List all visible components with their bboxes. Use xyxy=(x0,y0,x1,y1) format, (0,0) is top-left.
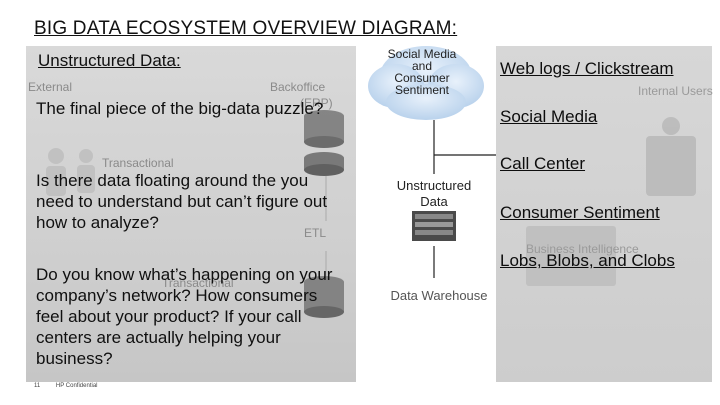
social-media-cloud-icon xyxy=(368,46,484,120)
cloud-label: Social Media and Consumer Sentiment xyxy=(387,47,457,97)
connector-lines xyxy=(433,120,496,278)
unstructured-data-heading: Unstructured Data: xyxy=(38,51,181,70)
middle-panel: Social Media and Consumer Sentiment Unst… xyxy=(356,46,496,382)
left-panel-illustration xyxy=(46,110,344,318)
page-title: BIG DATA ECOSYSTEM OVERVIEW DIAGRAM: xyxy=(34,18,458,39)
item-call-center: Call Center xyxy=(500,154,586,173)
business-intelligence-illustration xyxy=(526,226,616,286)
left-panel: Unstructured Data: External Backoffice (… xyxy=(26,46,356,382)
unstructured-data-label: Unstructured Data xyxy=(396,178,472,209)
ghost-label-erp: (ERP) xyxy=(300,96,333,110)
middle-illustration xyxy=(368,46,496,278)
data-warehouse-label: Data Warehouse xyxy=(390,288,488,303)
item-social-media: Social Media xyxy=(500,107,598,126)
backoffice-database-icon xyxy=(304,110,344,176)
footer: 11 HP Confidential xyxy=(34,383,98,389)
people-illustration xyxy=(46,148,95,196)
ghost-label-transactional-top: Transactional xyxy=(102,156,174,170)
intro-question: The final piece of the big-data puzzle? xyxy=(36,99,324,118)
ghost-label-internal-users: Internal Users xyxy=(638,84,713,98)
ghost-label-backoffice: Backoffice xyxy=(270,80,326,94)
transactional-database-icon xyxy=(304,276,344,318)
page-number: 11 xyxy=(34,383,41,389)
ghost-label-etl: ETL xyxy=(304,226,327,240)
item-consumer-sentiment: Consumer Sentiment xyxy=(500,203,660,222)
right-panel: Web logs / Clickstream Internal Users So… xyxy=(496,46,713,382)
ghost-label-transactional-bottom: Transactional xyxy=(162,276,234,290)
unstructured-data-server-icon xyxy=(412,211,456,241)
ghost-label-external: External xyxy=(28,80,73,94)
item-web-logs: Web logs / Clickstream xyxy=(500,59,674,78)
right-panel-illustration xyxy=(526,117,696,286)
confidential-label: HP Confidential xyxy=(55,383,98,389)
analysis-question: Is there data floating around the you ne… xyxy=(36,171,328,232)
internal-users-illustration xyxy=(646,117,696,196)
item-lobs-blobs-clobs: Lobs, Blobs, and Clobs xyxy=(500,251,675,270)
business-question: Do you know what’s happening on your com… xyxy=(36,265,333,368)
